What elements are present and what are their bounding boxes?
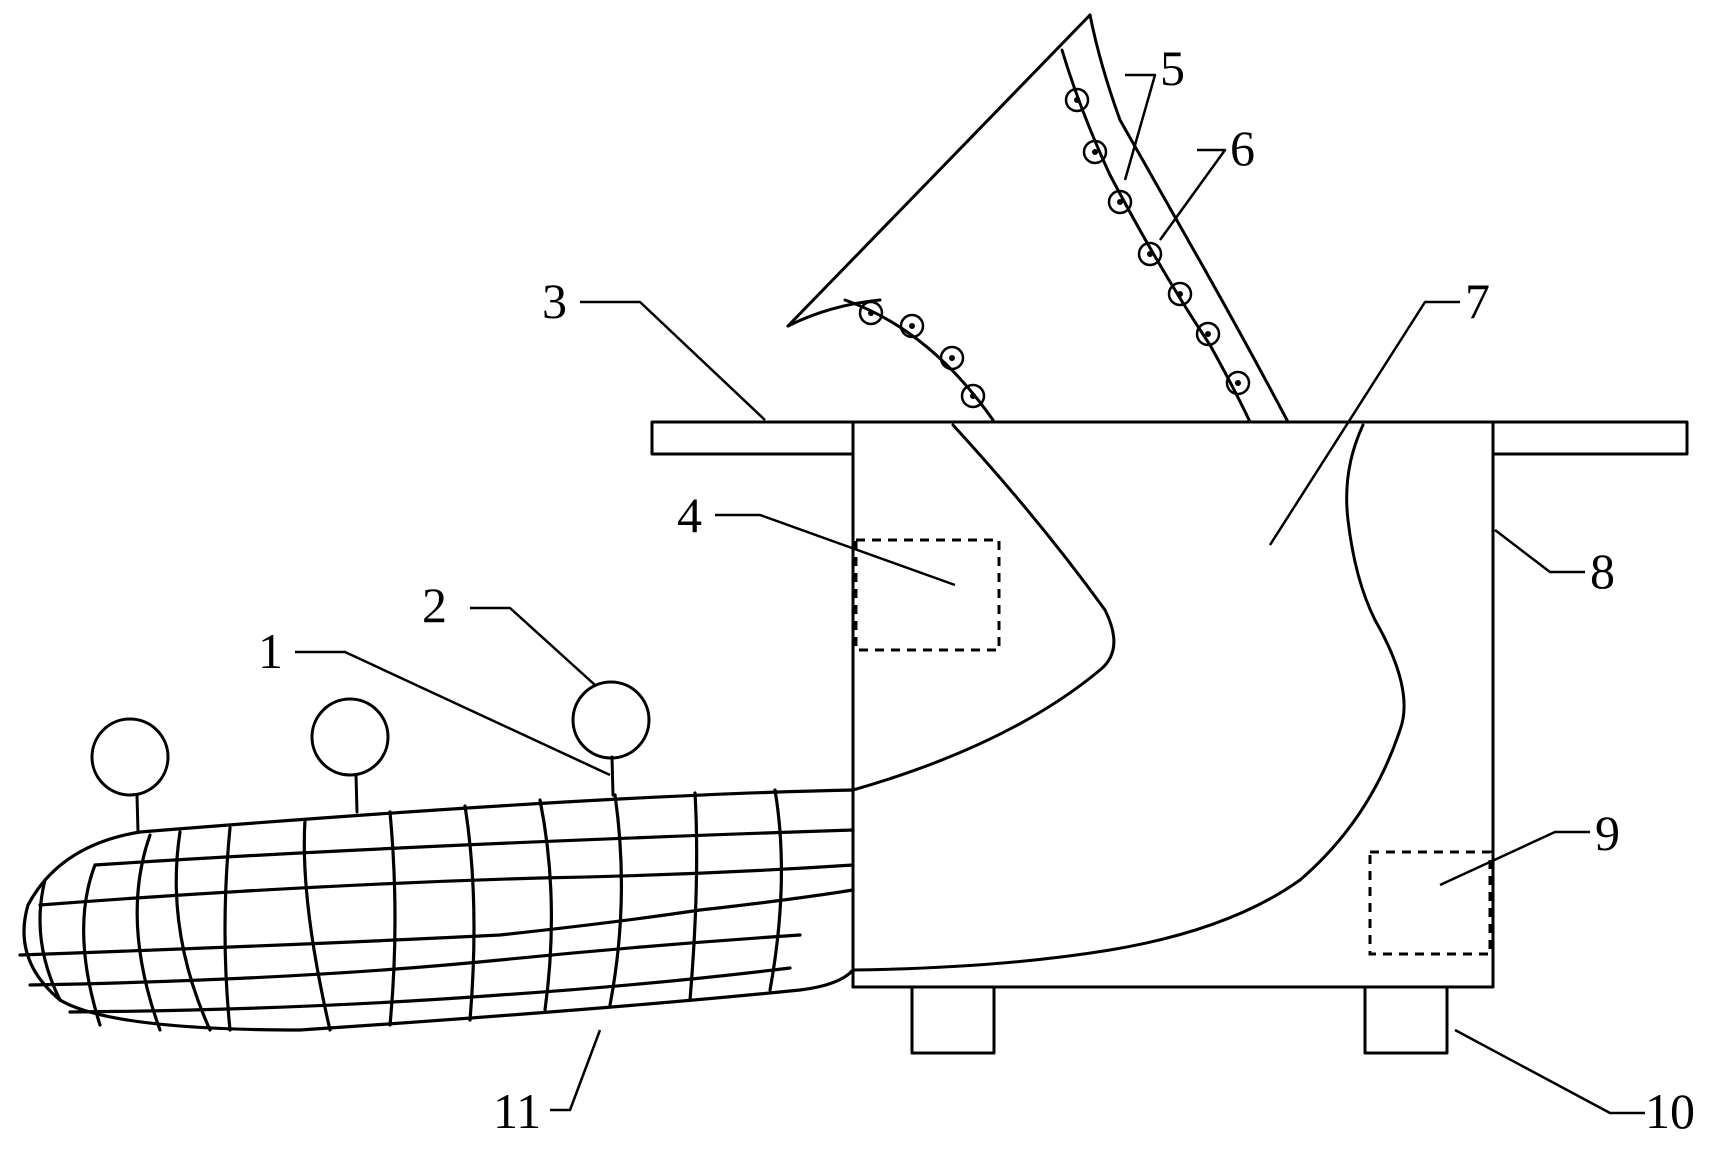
float-stem bbox=[354, 773, 359, 814]
right-foot bbox=[1363, 985, 1449, 1055]
nozzle bbox=[1195, 321, 1221, 347]
net-bag-outline bbox=[22, 788, 855, 1032]
right-wall-nozzles bbox=[1064, 87, 1251, 396]
inner-channel-outer-curve bbox=[851, 423, 1406, 972]
leader-5 bbox=[1123, 73, 1157, 181]
label-7: 7 bbox=[1465, 273, 1490, 329]
nozzle bbox=[1137, 241, 1163, 267]
reference-numerals: 1 2 3 4 5 6 7 8 9 10 11 bbox=[258, 40, 1695, 1139]
label-8: 8 bbox=[1590, 543, 1615, 599]
label-11: 11 bbox=[493, 1083, 541, 1139]
leader-7 bbox=[1268, 300, 1460, 546]
label-3: 3 bbox=[542, 273, 567, 329]
nozzle bbox=[858, 300, 884, 326]
leader-11 bbox=[550, 1029, 602, 1112]
leader-2 bbox=[470, 606, 596, 686]
label-2: 2 bbox=[422, 577, 447, 633]
leader-lines bbox=[295, 73, 1645, 1115]
leader-3 bbox=[580, 300, 766, 421]
leader-6 bbox=[1158, 148, 1227, 241]
leader-1 bbox=[295, 650, 611, 777]
nozzle bbox=[960, 383, 986, 409]
float-stem bbox=[135, 793, 140, 834]
leader-8 bbox=[1494, 529, 1585, 574]
hopper-outline bbox=[786, 13, 1092, 328]
label-5: 5 bbox=[1160, 40, 1185, 96]
label-1: 1 bbox=[258, 623, 283, 679]
leader-9 bbox=[1439, 830, 1590, 887]
hopper-right-wall-inner bbox=[1088, 13, 1290, 424]
dashed-component-9 bbox=[1368, 850, 1492, 956]
net-mesh-vertical bbox=[38, 788, 783, 1032]
float-balls bbox=[90, 680, 651, 834]
label-4: 4 bbox=[677, 487, 702, 543]
nozzle bbox=[1167, 281, 1193, 307]
hopper-left-flap-lower bbox=[843, 298, 995, 422]
box-body bbox=[851, 420, 1495, 989]
nozzle bbox=[1064, 87, 1090, 113]
float-ball bbox=[310, 697, 390, 777]
dashed-component-4 bbox=[854, 538, 1001, 652]
float-ball bbox=[571, 680, 651, 760]
float-stem bbox=[610, 755, 615, 797]
leader-10 bbox=[1454, 1028, 1645, 1115]
nozzle bbox=[1107, 189, 1133, 215]
left-flap-nozzles bbox=[858, 300, 986, 409]
label-6: 6 bbox=[1230, 120, 1255, 176]
float-ball bbox=[90, 717, 170, 797]
nozzle bbox=[1225, 370, 1251, 396]
hopper-right-wall-outer bbox=[1060, 48, 1252, 424]
label-10: 10 bbox=[1645, 1083, 1695, 1139]
nozzle bbox=[939, 345, 965, 371]
leader-4 bbox=[715, 513, 956, 587]
label-9: 9 bbox=[1595, 805, 1620, 861]
nozzle bbox=[1082, 139, 1108, 165]
inner-channel bbox=[851, 423, 1116, 792]
left-foot bbox=[910, 985, 996, 1055]
nozzle bbox=[899, 313, 925, 339]
